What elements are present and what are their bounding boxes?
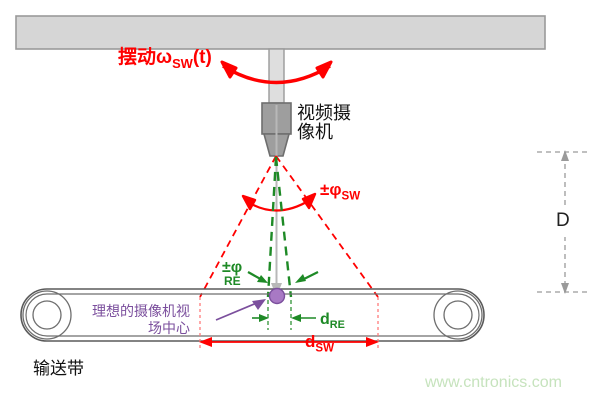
fov-center-label: 理想的摄像机视 场中心 <box>92 303 190 336</box>
swing-label-suffix: (t) <box>192 47 212 68</box>
residual-cone-left <box>266 156 278 298</box>
fov-center-pointer-line <box>215 301 260 321</box>
watermark: www.cntronics.com <box>425 374 562 391</box>
d-sw-label-subscript: SW <box>315 342 334 355</box>
phi-sw-arc <box>247 199 311 212</box>
swing-cone-left <box>199 155 277 298</box>
d-re-label-text: d <box>320 311 330 328</box>
phi-sw-label-text: ±φ <box>320 180 342 199</box>
swing-label: 摆动ωSW(t) <box>118 47 212 71</box>
phi-re-pointer-right-head <box>295 274 306 283</box>
left-pulley-outer <box>22 290 72 340</box>
phi-sw-arrow-right <box>301 192 317 210</box>
d-sw-label: dSW <box>305 332 334 355</box>
left-pulley-inner <box>32 300 62 330</box>
swing-label-subscript: SW <box>172 55 193 71</box>
swing-arrow-right <box>315 60 333 79</box>
fov-center-label-line1: 理想的摄像机视 <box>92 303 190 319</box>
right-pulley-inner <box>443 300 473 330</box>
fov-center-pointer-head <box>252 299 266 310</box>
d-re-label: dRE <box>320 311 345 332</box>
camera-label-line1: 视频摄 <box>297 103 351 123</box>
phi-sw-label: ±φSW <box>320 180 361 203</box>
right-pulley-outer <box>433 290 483 340</box>
phi-sw-arrow-left <box>241 194 257 211</box>
swing-cone-right <box>275 155 379 298</box>
d-sw-arrow-left-head <box>199 337 212 347</box>
field-of-view-center-dot <box>268 287 286 305</box>
conveyor-label: 输送带 <box>33 359 84 378</box>
d-sw-arrow-right-head <box>366 337 379 347</box>
camera-label-line2: 像机 <box>297 122 333 143</box>
conveyor-belt-inner <box>25 293 480 337</box>
residual-cone-right <box>274 156 293 298</box>
d-label-backdrop <box>553 205 577 237</box>
d-re-label-subscript: RE <box>329 319 345 332</box>
d-re-arrow-left-head <box>259 314 269 322</box>
phi-re-label-subscript: RE <box>224 274 241 289</box>
camera-support-pole <box>268 48 285 104</box>
distance-label: D <box>556 210 570 231</box>
ceiling-mount-beam <box>15 15 546 50</box>
phi-sw-label-subscript: SW <box>341 190 361 203</box>
d-re-arrow-right-head <box>291 314 301 322</box>
d-dimension-arrow-top <box>561 150 569 161</box>
camera-label: 视频摄 像机 <box>297 103 351 143</box>
d-dimension-arrow-bottom <box>561 283 569 294</box>
fov-center-label-line2: 场中心 <box>148 319 190 336</box>
conveyor-belt-outer <box>20 288 485 342</box>
swing-arrow-left <box>220 60 238 79</box>
phi-re-pointer-left-head <box>257 275 268 283</box>
phi-re-label-text: ±φ <box>222 259 243 276</box>
d-sw-label-text: d <box>305 332 316 351</box>
swing-label-text: 摆动ω <box>118 47 173 68</box>
